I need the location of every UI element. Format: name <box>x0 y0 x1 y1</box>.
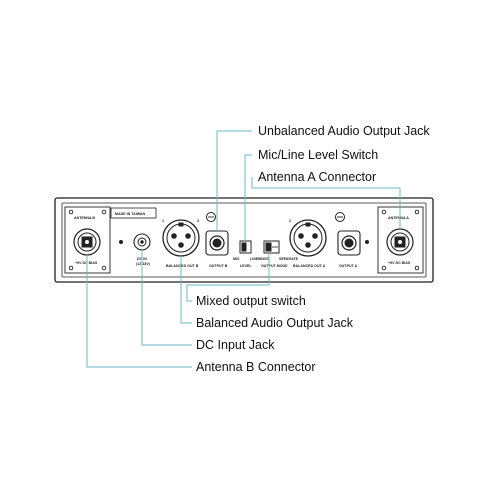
label-dc-bias-right: +9V DC BIAS <box>388 261 411 265</box>
output-a-level-knob <box>335 212 345 222</box>
label-output-b: OUTPUT B <box>209 264 228 268</box>
label-antenna-b: ANTENNA B <box>74 216 95 220</box>
leader-mic-line-level-switch <box>244 154 252 241</box>
label-mic: MIC <box>233 257 240 261</box>
output-a-jack <box>337 230 361 256</box>
balanced-out-a-xlr <box>289 219 327 257</box>
label-dc-in-voltage: (12-18V) <box>136 262 151 266</box>
antenna-a-connector <box>386 228 414 256</box>
label-output-mode: OUTPUT MODE <box>261 264 288 268</box>
mic-line-level-switch <box>239 240 252 254</box>
label-separate: SEPARATE <box>279 257 299 261</box>
callout-balanced-audio-output-jack: Balanced Audio Output Jack <box>196 316 354 330</box>
label-antenna-a: ANTENNA A <box>388 216 409 220</box>
label-output-a: OUTPUT A <box>339 264 358 268</box>
callout-unbalanced-audio-output-jack: Unbalanced Audio Output Jack <box>258 124 430 138</box>
balanced-out-b-xlr <box>162 219 200 257</box>
label-made-in: MADE IN TAIWAN <box>115 212 145 216</box>
chassis <box>54 197 434 283</box>
label-dc-bias-left: +9V DC BIAS <box>75 261 98 265</box>
xlr-b-pin-3: 3 <box>197 219 199 223</box>
screw-dot <box>119 240 123 244</box>
leader-lines <box>86 130 401 368</box>
leader-antenna-b-connector <box>86 255 192 368</box>
label-balanced-out-b: BALANCED OUT B <box>166 264 199 268</box>
xlr-a-pin-2: 2 <box>289 219 291 223</box>
output-mode-switch <box>263 240 280 254</box>
label-mixed: MIXED <box>258 257 270 261</box>
callout-antenna-b-connector: Antenna B Connector <box>196 360 316 374</box>
callout-mixed-output-switch: Mixed output switch <box>196 294 306 308</box>
leader-mixed-output-switch <box>186 253 270 302</box>
made-in-label-box <box>110 207 157 219</box>
callout-dc-input-jack: DC Input Jack <box>196 338 275 352</box>
leader-dc-input-jack <box>141 250 192 346</box>
leader-antenna-a-connector <box>251 177 401 229</box>
label-line: LINE <box>250 257 259 261</box>
output-b-jack <box>205 230 229 256</box>
leader-balanced-audio-output-jack <box>180 256 192 324</box>
leader-unbalanced-audio-output-jack <box>216 130 252 231</box>
callout-antenna-a-connector: Antenna A Connector <box>258 170 377 184</box>
label-level: LEVEL <box>240 264 252 268</box>
dc-input-jack <box>133 233 151 251</box>
xlr-b-pin-1: 1 <box>162 219 164 223</box>
antenna-b-connector <box>73 228 101 256</box>
screw-dot <box>365 240 369 244</box>
callout-mic-line-level-switch: Mic/Line Level Switch <box>258 148 379 162</box>
output-b-level-knob <box>206 212 216 222</box>
label-balanced-out-a: BALANCED OUT A <box>293 264 326 268</box>
